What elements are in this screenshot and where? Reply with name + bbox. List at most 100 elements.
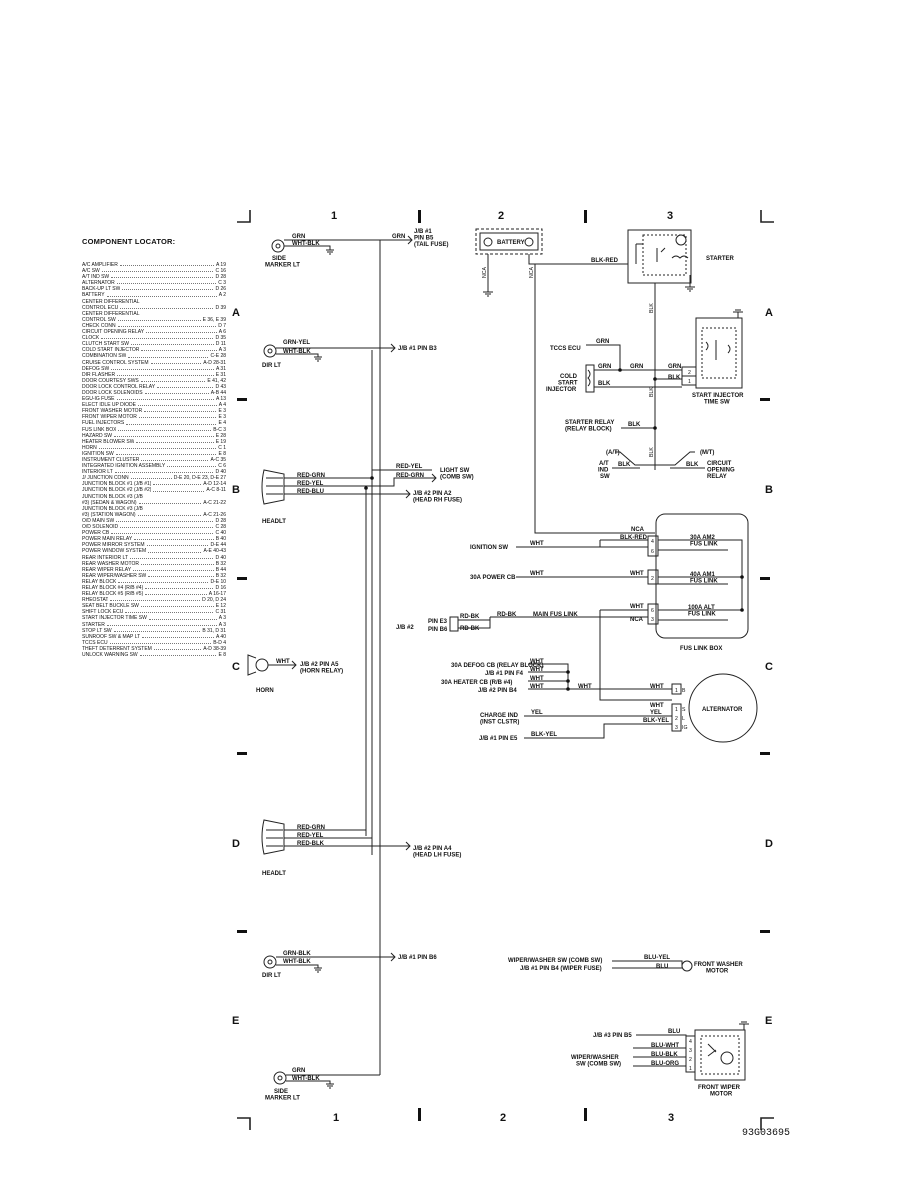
locator-leader [117, 323, 217, 328]
locator-item-name: DOOR COURTESY SWS [82, 377, 139, 384]
locator-row: JUNCTION BLOCK #1 (J/B #1)A-D 12-14 [82, 481, 226, 487]
conn-jb2-pin-a4: J/B #2 PIN A4(HEAD LH FUSE) [413, 846, 461, 859]
wire-rd-bk-1: RD-BK [460, 614, 480, 620]
locator-row: #3) (STATION WAGON)A-C 21-26 [82, 512, 226, 518]
alt-term-s: S [682, 707, 686, 713]
wire-blk-red-fl: BLK-RED [620, 535, 648, 541]
locator-leader [140, 603, 214, 608]
locator-row: JUNCTION BLOCK #2 (J/B #2)A-C 8-11 [82, 487, 226, 493]
conn-jb1-pin-b3: J/B #1 PIN B3 [398, 346, 437, 352]
locator-leader [150, 360, 202, 364]
wire-yel-1: YEL [531, 710, 543, 716]
col-1-top: 1 [331, 210, 337, 222]
locator-leader [153, 481, 202, 486]
locator-leader [101, 335, 214, 340]
locator-item-name: POWER MAIN RELAY [82, 536, 133, 543]
locator-item-name: CENTER DIFFERENTIAL [82, 310, 140, 317]
locator-leader [146, 329, 217, 334]
locator-item-ref: B 44 [215, 566, 226, 573]
alt-pin-3: 3 [675, 725, 678, 731]
locator-item-ref: A 2 [218, 292, 226, 299]
locator-leader [142, 634, 214, 638]
locator-leader [116, 396, 214, 401]
mt-tag: (M/T) [700, 450, 714, 456]
locator-item-name: STARTER [82, 621, 105, 628]
conn-light-sw: LIGHT SW(COMB SW) [440, 468, 474, 481]
wire-grn-1: GRN [292, 234, 305, 240]
locator-leader [117, 372, 214, 376]
locator-item-ref: A-D 38-39 [203, 645, 226, 652]
wire-blk-inj2: BLK [668, 375, 681, 381]
locator-item-ref: B 40 [215, 536, 226, 543]
locator-item-ref: B 31, D 31 [202, 627, 226, 634]
wire-red-blu-1: RED-BLU [297, 489, 324, 495]
locator-leader [116, 280, 217, 285]
jb1-pin-f4-label: J/B #1 PIN F4 [485, 671, 524, 677]
locator-leader [134, 536, 214, 541]
alt-term-b: B [682, 688, 686, 694]
locator-leader [106, 292, 217, 297]
locator-item-ref: D 11 [215, 341, 226, 348]
locator-item-name: CRUISE CONTROL SYSTEM [82, 359, 149, 366]
locator-leader [113, 628, 201, 632]
locator-item-ref: D 7 [218, 322, 226, 329]
locator-item-name: CONTROL ECU [82, 304, 119, 311]
locator-leader [118, 427, 212, 431]
locator-item-ref: B 32 [215, 572, 226, 579]
alternator-label: ALTERNATOR [702, 707, 743, 713]
wire-red-grn-3: RED-GRN [297, 825, 325, 831]
locator-item-name: HEATER BLOWER SW [82, 438, 135, 445]
row-e-right: E [765, 1015, 772, 1027]
locator-leader [120, 524, 214, 529]
alt-pin-1a: 1 [675, 688, 678, 694]
locator-leader [146, 542, 209, 547]
locator-item-ref: A 40 [215, 633, 226, 640]
wire-wht-a3: WHT [530, 676, 544, 682]
locator-item-name: INTEGRATED IGNITION ASSEMBLY [82, 463, 166, 470]
locator-item-ref: B-C 3 [213, 426, 226, 433]
wire-blk-red-1: BLK-RED [591, 258, 619, 264]
row-d-left: D [232, 838, 240, 850]
locator-item-ref: D-E 10 [210, 578, 226, 585]
locator-item-name: IGNITION SW [82, 450, 114, 457]
locator-row: #3) (SEDAN & WAGON)A-C 21-22 [82, 500, 226, 506]
locator-item-ref: E 12 [215, 603, 226, 610]
locator-item-ref: C 16 [215, 268, 226, 275]
locator-leader [141, 347, 217, 352]
locator-leader [140, 378, 206, 382]
alt-pin-2: 2 [675, 716, 678, 722]
locator-item-name: JUNCTION BLOCK #2 (J/B #2) [82, 487, 152, 494]
locator-item-name: POWER CB [82, 530, 110, 537]
defog-cb-label: 30A DEFOG CB (RELAY BLOCK) [451, 663, 543, 669]
locator-item-name: ALTERNATOR [82, 280, 115, 287]
charge-ind-label: CHARGE IND(INST CLSTR) [480, 713, 519, 726]
jb3-pin-b5-label: J/B #3 PIN B5 [593, 1033, 632, 1039]
wire-grn-tccs: GRN [596, 339, 609, 345]
locator-leader [140, 561, 214, 565]
wire-nca-fl2: NCA [630, 617, 644, 623]
inj-pin-1: 1 [688, 379, 691, 385]
locator-item-ref: D 40 [215, 554, 226, 561]
battery-icon [475, 228, 543, 255]
wire-grn-1b: GRN [392, 234, 405, 240]
locator-item-ref: B 32 [215, 560, 226, 567]
wire-wht-fl: WHT [630, 604, 644, 610]
